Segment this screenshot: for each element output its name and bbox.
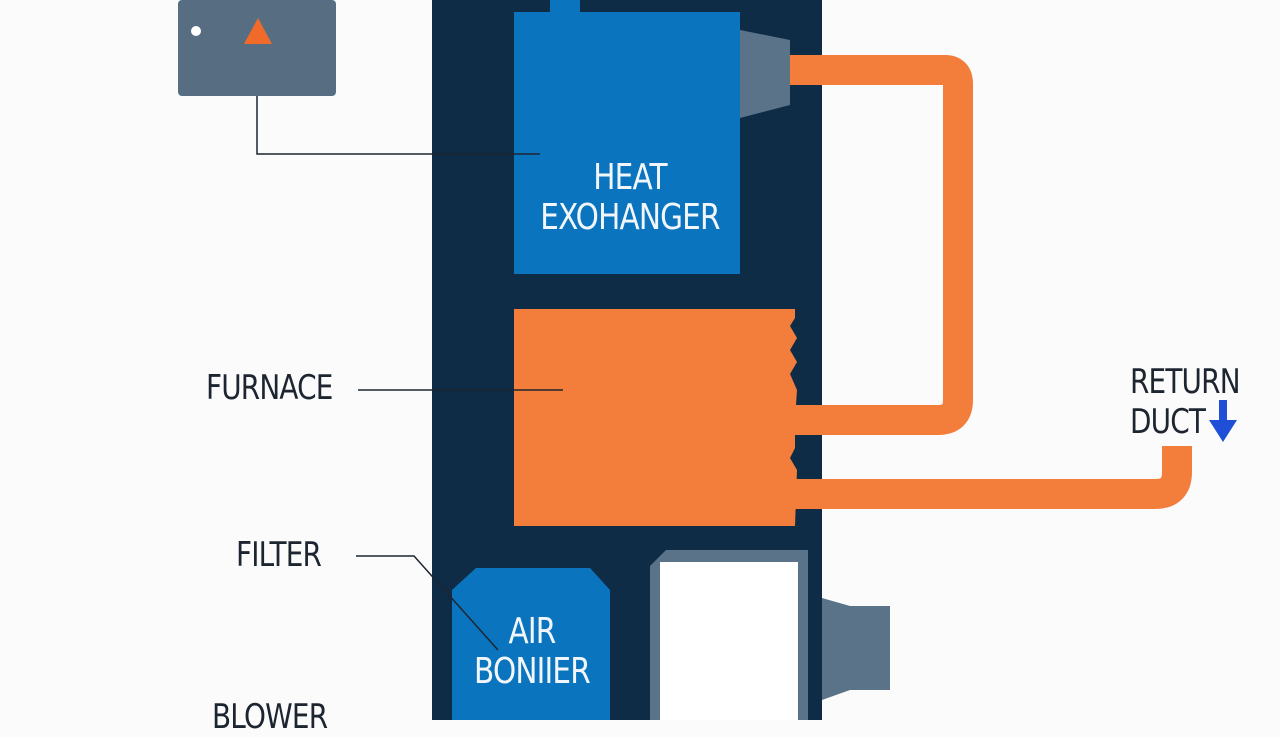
- thermostat: [178, 0, 336, 96]
- thermostat-leader: [256, 96, 540, 155]
- filter-connector: [822, 598, 890, 700]
- supply-duct: [790, 55, 973, 435]
- filter-label: FILTER: [236, 535, 322, 575]
- return-duct-label-line1: RETURN: [1130, 362, 1241, 402]
- air-blower-label-line1: AIR: [508, 611, 557, 652]
- return-duct-label-line2: DUCT: [1130, 402, 1206, 442]
- blower-label: BLOWER: [212, 697, 328, 737]
- arrow-down-icon: [1209, 400, 1237, 442]
- heat-exchanger-connector: [740, 30, 790, 118]
- air-blower-label-line2: BONIIER: [474, 651, 591, 692]
- furnace-label: FURNACE: [206, 368, 333, 408]
- heat-exchanger-label-line1: HEAT: [593, 157, 667, 198]
- heat-exchanger-box: [514, 12, 740, 274]
- return-duct-label: RETURN DUCT: [1130, 362, 1241, 442]
- thermostat-indicator: [191, 26, 201, 36]
- heat-exchanger-label-line2: EXOHANGER: [540, 197, 720, 238]
- filter-panel: [660, 562, 798, 720]
- flame-icon: [244, 18, 272, 44]
- filter-leader: [356, 555, 499, 651]
- heat-exchanger-label: HEAT EXOHANGER: [540, 158, 720, 238]
- air-blower-box: [452, 568, 610, 720]
- furnace-diagram: [178, 0, 1192, 720]
- furnace-box: [514, 309, 797, 526]
- return-duct: [795, 446, 1192, 509]
- air-blower-label: AIR BONIIER: [468, 612, 596, 692]
